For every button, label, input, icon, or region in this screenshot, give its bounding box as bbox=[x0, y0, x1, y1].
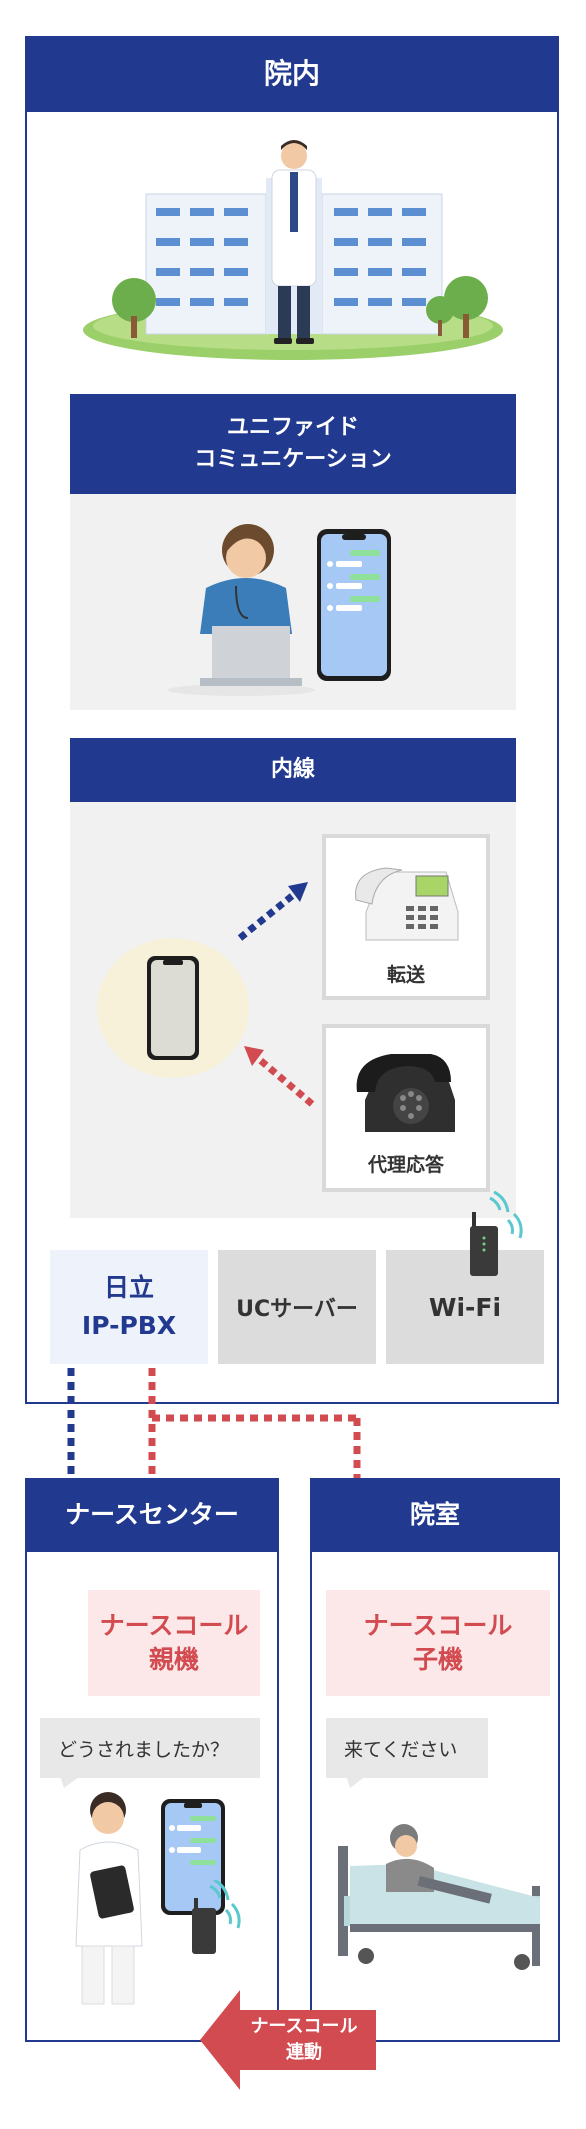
nurse-call-parent-line1: ナースコール bbox=[99, 1611, 249, 1641]
nurse-call-child-line1: ナースコール bbox=[363, 1611, 513, 1641]
unified-header: ユニファイド コミュニケーション bbox=[70, 394, 516, 494]
patient-room-speech-bubble: 来てください bbox=[326, 1718, 488, 1778]
nurse-call-link-line1: ナースコール bbox=[250, 2016, 358, 2037]
wifi-label: Wi-Fi bbox=[428, 1292, 502, 1322]
nurse-call-parent-box: ナースコール 親機 bbox=[88, 1590, 260, 1696]
nurse-center-speech-bubble: どうされましたか？ bbox=[40, 1718, 260, 1778]
uc-server-box: UCサーバー bbox=[218, 1250, 376, 1364]
nurse-center-router-icon bbox=[188, 1880, 258, 1960]
nurse-center-title: ナースセンター bbox=[65, 1500, 239, 1529]
transfer-card: 転送 bbox=[322, 834, 490, 1000]
uc-server-label: UCサーバー bbox=[236, 1297, 358, 1322]
proxy-answer-card: 代理応答 bbox=[322, 1024, 490, 1192]
hospital-title: 院内 bbox=[263, 57, 320, 90]
wifi-box: Wi-Fi bbox=[386, 1250, 544, 1364]
nurse-call-link-arrow bbox=[200, 1990, 376, 2090]
pbx-line1: 日立 bbox=[103, 1273, 154, 1302]
nurse-smartphone-illustration bbox=[160, 1798, 226, 1916]
nurse-illustration bbox=[60, 1786, 160, 2006]
pbx-line2: IP-PBX bbox=[81, 1311, 177, 1340]
nurse-center-header: ナースセンター bbox=[25, 1478, 279, 1552]
nurse-center-speech-text: どうされましたか？ bbox=[58, 1738, 230, 1761]
proxy-answer-label: 代理応答 bbox=[367, 1154, 444, 1176]
hospital-doctor-illustration bbox=[78, 138, 508, 360]
unified-title-line2: コミュニケーション bbox=[194, 447, 392, 472]
patient-room-speech-tail bbox=[346, 1776, 366, 1788]
nurse-call-child-box: ナースコール 子機 bbox=[326, 1590, 550, 1696]
transfer-arrow bbox=[234, 876, 314, 946]
unified-panel bbox=[70, 494, 516, 710]
nurse-call-link-line2: 連動 bbox=[286, 2042, 322, 2063]
nurse-laptop-illustration bbox=[166, 508, 316, 698]
patient-bed-illustration bbox=[330, 1806, 550, 1976]
patient-room-header: 院室 bbox=[310, 1478, 560, 1552]
smartphone-chat-illustration bbox=[316, 528, 392, 682]
nurse-call-link-label: ナースコール 連動 bbox=[236, 2012, 372, 2068]
patient-room-title: 院室 bbox=[409, 1500, 460, 1529]
nurse-call-child-line2: 子機 bbox=[412, 1645, 463, 1674]
transfer-label: 転送 bbox=[386, 964, 425, 986]
smartphone-extension-illustration bbox=[97, 938, 249, 1078]
proxy-answer-arrow bbox=[238, 1040, 318, 1110]
extension-header: 内線 bbox=[70, 738, 516, 802]
patient-room-speech-text: 来てください bbox=[344, 1738, 458, 1761]
wifi-router-icon bbox=[464, 1190, 544, 1280]
hospital-header: 院内 bbox=[25, 36, 559, 112]
ip-pbx-box: 日立 IP-PBX bbox=[50, 1250, 208, 1364]
extension-title: 内線 bbox=[270, 757, 315, 782]
nurse-call-parent-line2: 親機 bbox=[148, 1645, 199, 1674]
nurse-center-speech-tail bbox=[60, 1776, 80, 1788]
unified-title-line1: ユニファイド bbox=[226, 415, 359, 440]
